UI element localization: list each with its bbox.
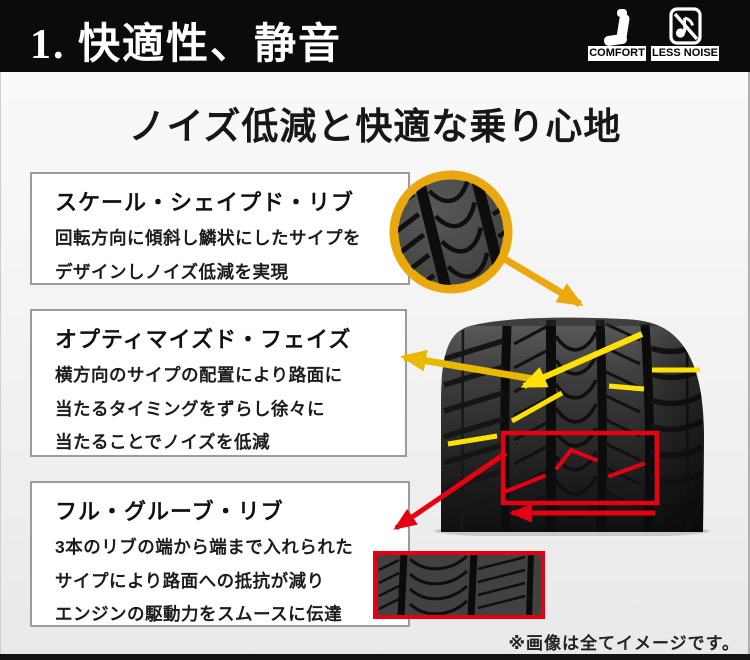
comfort-badge: COMFORT	[588, 7, 646, 61]
feature-title: オプティマイズド・フェイズ	[55, 327, 352, 352]
bottom-divider	[0, 654, 750, 660]
feature-line: 回転方向に傾斜し鱗状にしたサイプを	[55, 228, 361, 248]
feature-title: スケール・シェイプド・リブ	[55, 190, 355, 215]
seat-icon	[588, 7, 646, 46]
comfort-badge-label: COMFORT	[588, 46, 646, 61]
tread-zoom-circle	[389, 170, 513, 294]
feature-line: 当たることでノイズを低減	[55, 432, 270, 452]
feature-title: フル・グルーブ・リブ	[55, 499, 284, 524]
header-bar: 1. 快適性、静音 COMFORT L	[0, 0, 750, 72]
tread-zoom-rect	[373, 551, 545, 619]
feature-line: エンジンの駆動力をスムースに伝達	[55, 604, 343, 624]
feature-box-scale-shaped-rib: スケール・シェイプド・リブ 回転方向に傾斜し鱗状にしたサイプを デザインしノイズ…	[30, 172, 410, 285]
feature-box-full-groove-rib: フル・グルーブ・リブ 3本のリブの端から端まで入れられた サイプにより路面への抵…	[30, 481, 410, 627]
feature-line: 横方向のサイプの配置により路面に	[55, 365, 343, 385]
feature-line: サイプにより路面への抵抗が減り	[55, 570, 325, 591]
feature-line: デザインしノイズ低減を実現	[55, 261, 289, 282]
page-title: ノイズ低減と快適な乗り心地	[128, 106, 622, 147]
image-disclaimer: ※画像は全てイメージです。	[508, 634, 740, 653]
feature-line: 3本のリブの端から端まで入れられた	[55, 537, 354, 557]
muted-note-icon	[651, 7, 719, 46]
feature-line: 当たるタイミングをずらし徐々に	[55, 398, 325, 419]
tire-photo	[434, 317, 710, 536]
less-noise-badge-label: LESS NOISE	[651, 46, 719, 61]
feature-box-optimized-phase: オプティマイズド・フェイズ 横方向のサイプの配置により路面に 当たるタイミングを…	[30, 309, 407, 457]
less-noise-badge: LESS NOISE	[651, 7, 719, 61]
section-title: 1. 快適性、静音	[30, 22, 343, 68]
